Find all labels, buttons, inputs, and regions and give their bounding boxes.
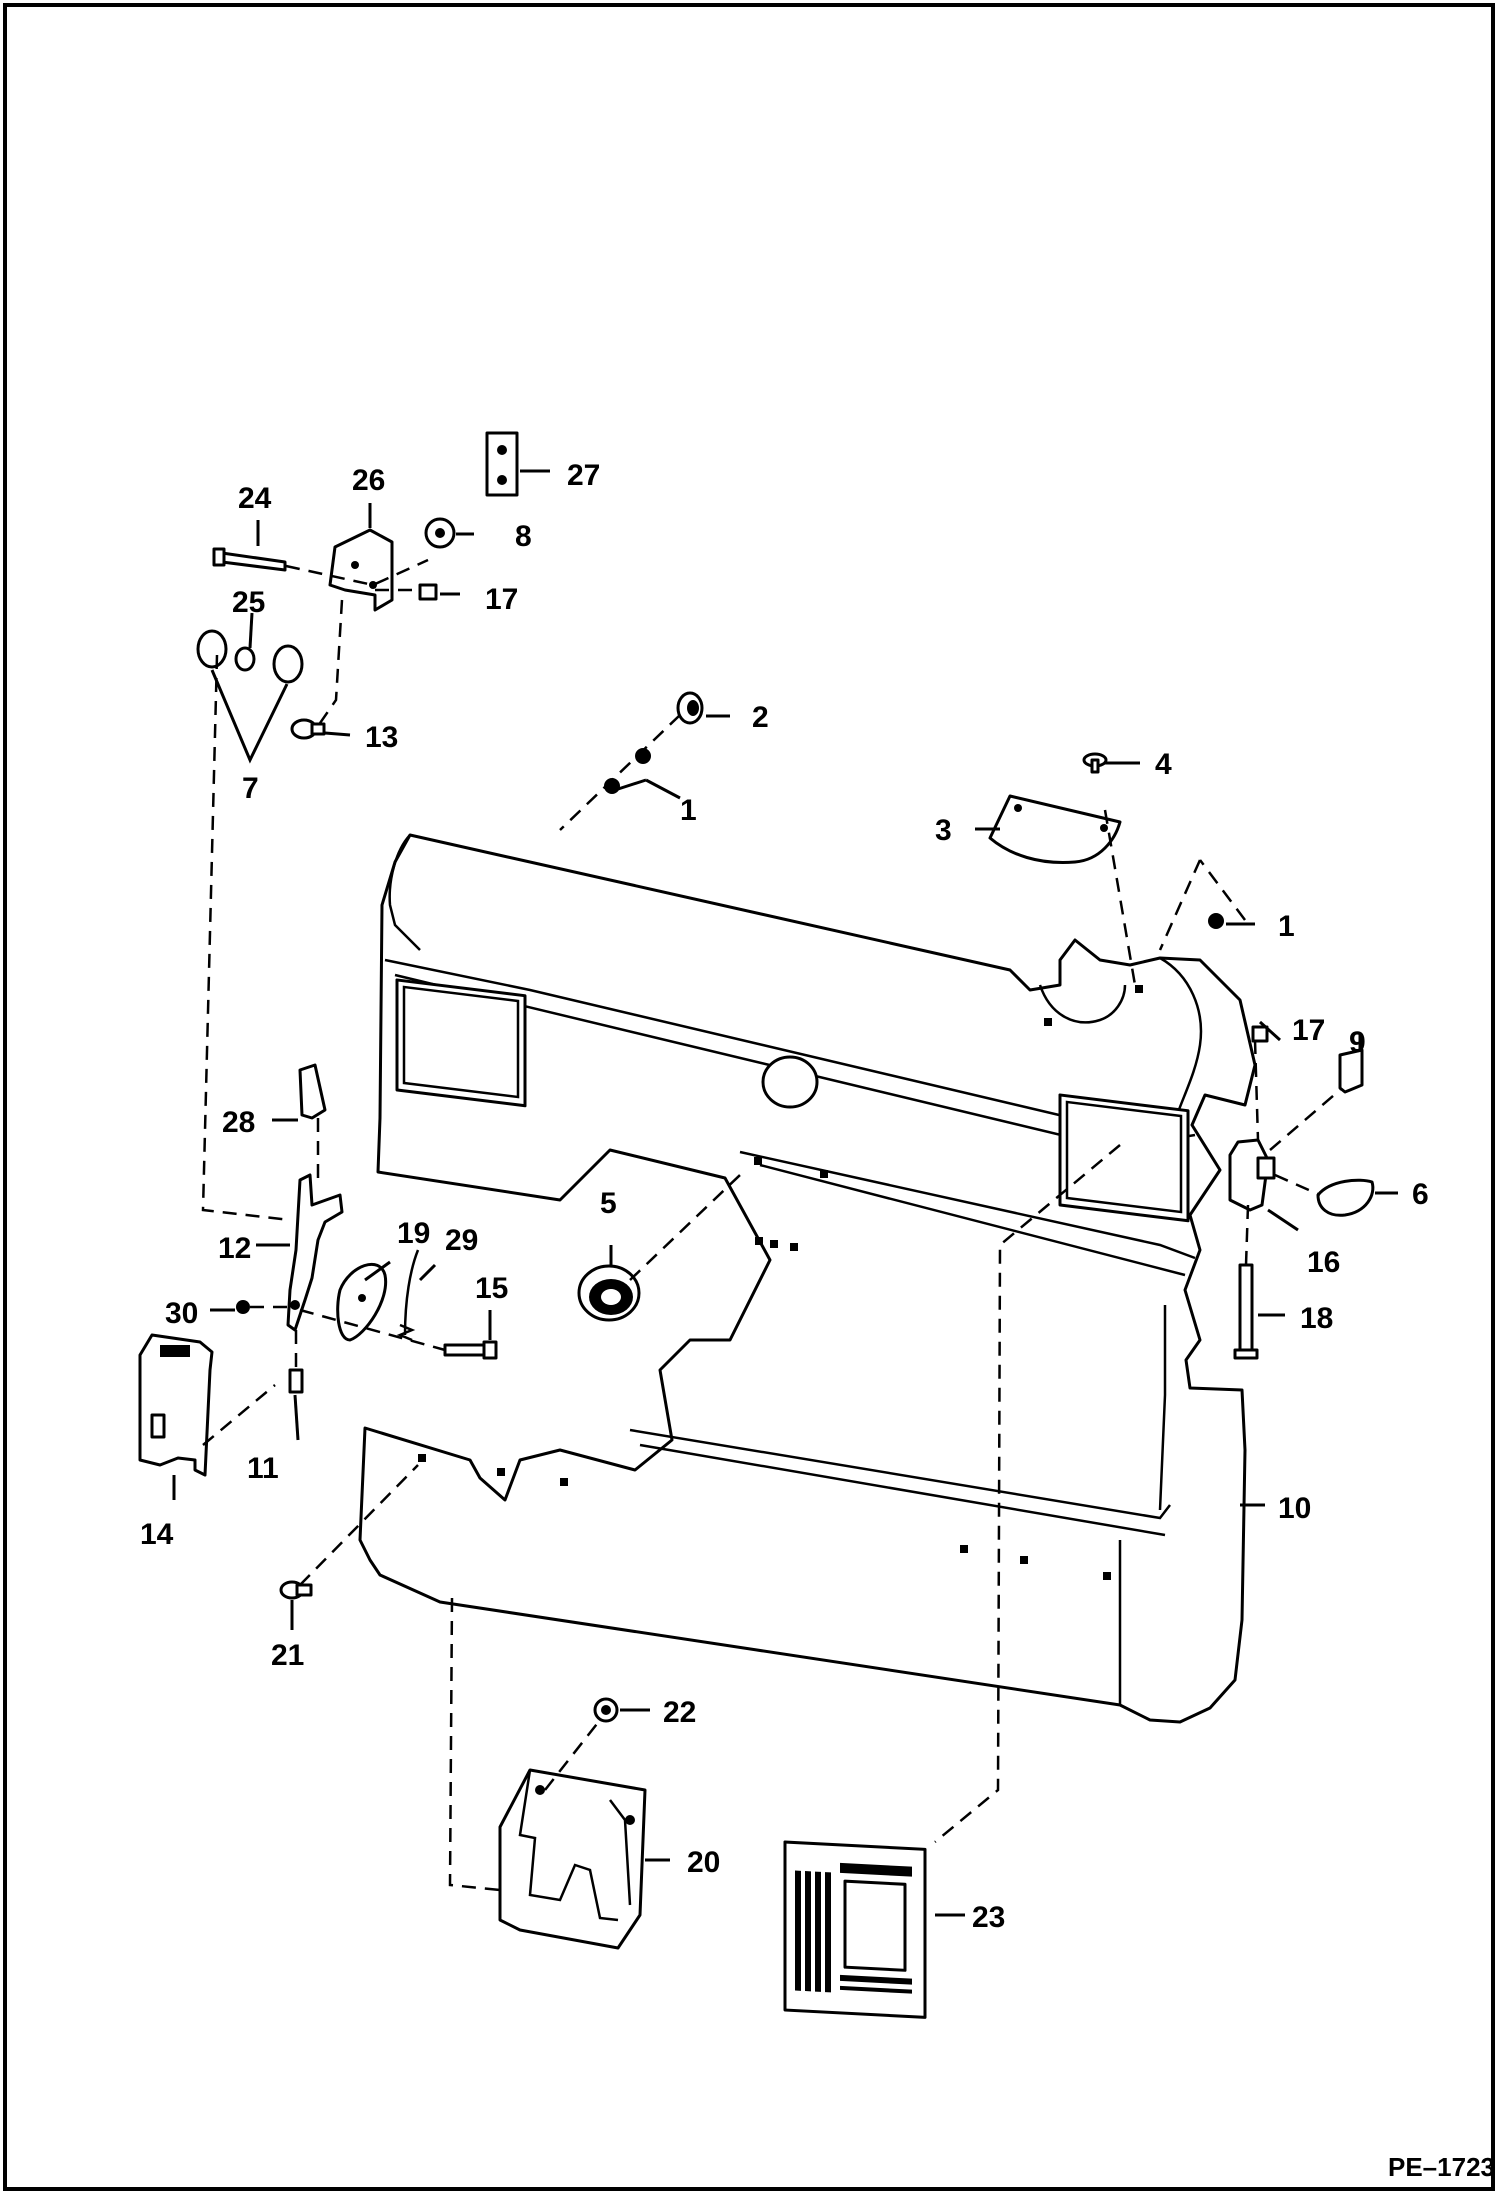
- right-latch: [1228, 1025, 1375, 1360]
- page-border: [3, 3, 1495, 2191]
- callout-16: 16: [1307, 1246, 1340, 1279]
- callout-9: 9: [1349, 1026, 1366, 1059]
- callout-27: 27: [567, 459, 600, 492]
- top-fasteners: [604, 691, 704, 794]
- bracket-box: [498, 1768, 647, 1950]
- callout-24: 24: [238, 482, 272, 515]
- callout-30: 30: [165, 1297, 198, 1330]
- cover-plate: [988, 752, 1224, 929]
- callout-28: 28: [222, 1106, 255, 1139]
- callout-22: 22: [663, 1696, 696, 1729]
- lever-assembly: [138, 1063, 498, 1477]
- leader-lines: [172, 469, 1398, 1917]
- callout-21: 21: [271, 1639, 304, 1672]
- figure-id: PE–1723: [1388, 2152, 1495, 2182]
- callout-15: 15: [475, 1272, 508, 1305]
- callout-1a: 1: [680, 794, 697, 827]
- alignment-lines: [201, 558, 1341, 1892]
- callout-1b: 1: [1278, 910, 1295, 943]
- dash-panel: [358, 833, 1257, 1724]
- callout-11: 11: [247, 1452, 279, 1485]
- callout-14: 14: [140, 1518, 174, 1551]
- callout-6: 6: [1412, 1178, 1429, 1211]
- bolt-21: [279, 1580, 313, 1600]
- callout-13: 13: [365, 721, 398, 754]
- callout-2: 2: [752, 701, 769, 734]
- callout-29: 29: [445, 1224, 478, 1257]
- callout-23: 23: [972, 1901, 1005, 1934]
- callout-20: 20: [687, 1846, 720, 1879]
- callout-5: 5: [600, 1187, 617, 1220]
- callout-25: 25: [232, 586, 265, 619]
- callout-3: 3: [935, 814, 952, 847]
- callout-19: 19: [397, 1217, 430, 1250]
- callout-17a: 17: [485, 583, 518, 616]
- callout-4: 4: [1155, 748, 1172, 781]
- callout-17b: 17: [1292, 1014, 1325, 1047]
- gauge: [577, 1264, 641, 1322]
- callout-7: 7: [242, 772, 259, 805]
- callout-8: 8: [515, 520, 532, 553]
- callout-18: 18: [1300, 1302, 1333, 1335]
- callout-26: 26: [352, 464, 385, 497]
- callout-10: 10: [1278, 1492, 1311, 1525]
- callout-12: 12: [218, 1232, 251, 1265]
- callout-labels: 1 1 2 3 4 5 6 7 8 9 10 11 12 13 14 15 16…: [140, 459, 1429, 1934]
- decal-plate: [783, 1840, 927, 2019]
